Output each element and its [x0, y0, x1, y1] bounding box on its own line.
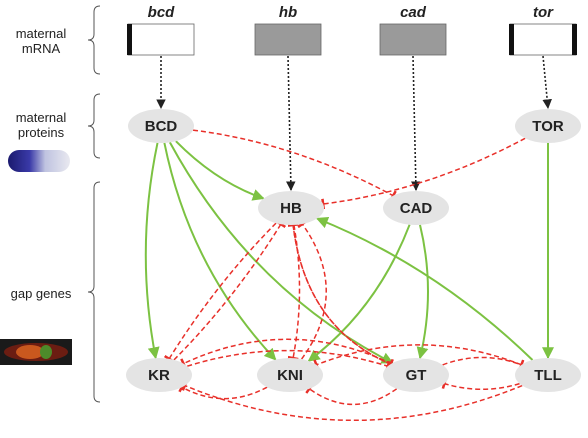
repression-edge-hb-kni	[287, 224, 301, 361]
activation-edge-bcd-kr	[144, 142, 160, 360]
repression-edge-gt-hb	[287, 223, 391, 365]
node-bcd	[128, 109, 194, 143]
regulatory-edges-layer	[144, 129, 554, 421]
node-label-tll: TLL	[534, 367, 562, 384]
mrna-title-hb: hb	[279, 4, 297, 21]
node-label-tor: TOR	[532, 118, 564, 135]
mrna-box-bcd	[127, 23, 195, 56]
node-label-kr: KR	[148, 367, 170, 384]
mrna-box-cad	[379, 23, 447, 56]
mrna-title-cad: cad	[400, 4, 427, 21]
repression-edge-tll-kni	[313, 344, 522, 371]
activation-edge-tll-hb	[315, 216, 534, 361]
node-tor	[515, 109, 581, 143]
node-label-bcd: BCD	[145, 118, 178, 135]
mrna-stripe-left-tor	[509, 24, 514, 55]
protein-nodes-layer: BCD TOR HB CAD KR KNI GT TLL	[126, 109, 581, 392]
activation-edge-bcd-kni	[163, 142, 277, 361]
node-label-hb: HB	[280, 200, 302, 217]
translation-arrow-hb	[286, 55, 296, 191]
node-cad	[383, 191, 449, 225]
node-kr	[126, 358, 192, 392]
mrna-title-tor: tor	[533, 4, 554, 21]
repression-edge-tll-kr	[181, 380, 523, 421]
mrna-box-hb	[254, 23, 322, 56]
activation-edge-bcd-gt	[169, 141, 394, 364]
node-label-kni: KNI	[277, 367, 303, 384]
repression-edge-hb-kr	[163, 222, 277, 363]
repression-edge-gt-tll	[442, 356, 525, 371]
repression-edge-kr-gt	[186, 349, 391, 372]
mrna-stripe-left-bcd	[127, 24, 132, 55]
embryo-bcd-gradient-icon	[8, 150, 70, 172]
translation-arrow-tor	[542, 55, 552, 109]
repression-edge-tor-hb	[321, 137, 526, 210]
node-hb	[258, 191, 324, 225]
repression-edge-kni-hb	[297, 219, 327, 360]
embryo-gap-gene-stain-icon	[0, 339, 72, 365]
maternal-mrna-layer: bcd hb cad tor	[127, 4, 577, 191]
mrna-title-bcd: bcd	[148, 4, 176, 21]
repression-edge-tll-gt	[441, 378, 520, 390]
node-label-cad: CAD	[400, 200, 433, 217]
translation-arrow-cad	[411, 55, 421, 191]
node-kni	[257, 358, 323, 392]
repression-edge-kr-hb	[173, 220, 287, 361]
row-brackets	[87, 5, 101, 403]
activation-edge-bcd-hb	[175, 140, 265, 201]
repression-edge-hb-gt	[292, 224, 394, 370]
node-label-gt: GT	[406, 367, 427, 384]
activation-edge-cad-gt	[416, 224, 429, 360]
label-gap-genes: gap genes	[10, 286, 72, 301]
repression-edge-gt-kni	[305, 383, 398, 406]
node-gt	[383, 358, 449, 392]
label-maternal-mrna: maternal mRNA	[15, 26, 67, 56]
repression-edge-kni-kr	[178, 381, 268, 400]
node-tll	[515, 358, 581, 392]
activation-edge-cad-kni	[307, 224, 411, 362]
mrna-stripe-right-tor	[572, 24, 577, 55]
repression-edge-gt-kr	[180, 338, 392, 369]
repression-edge-bcd-cad	[192, 129, 397, 201]
mrna-box-tor	[509, 23, 577, 56]
label-maternal-proteins: maternal proteins	[15, 110, 67, 140]
